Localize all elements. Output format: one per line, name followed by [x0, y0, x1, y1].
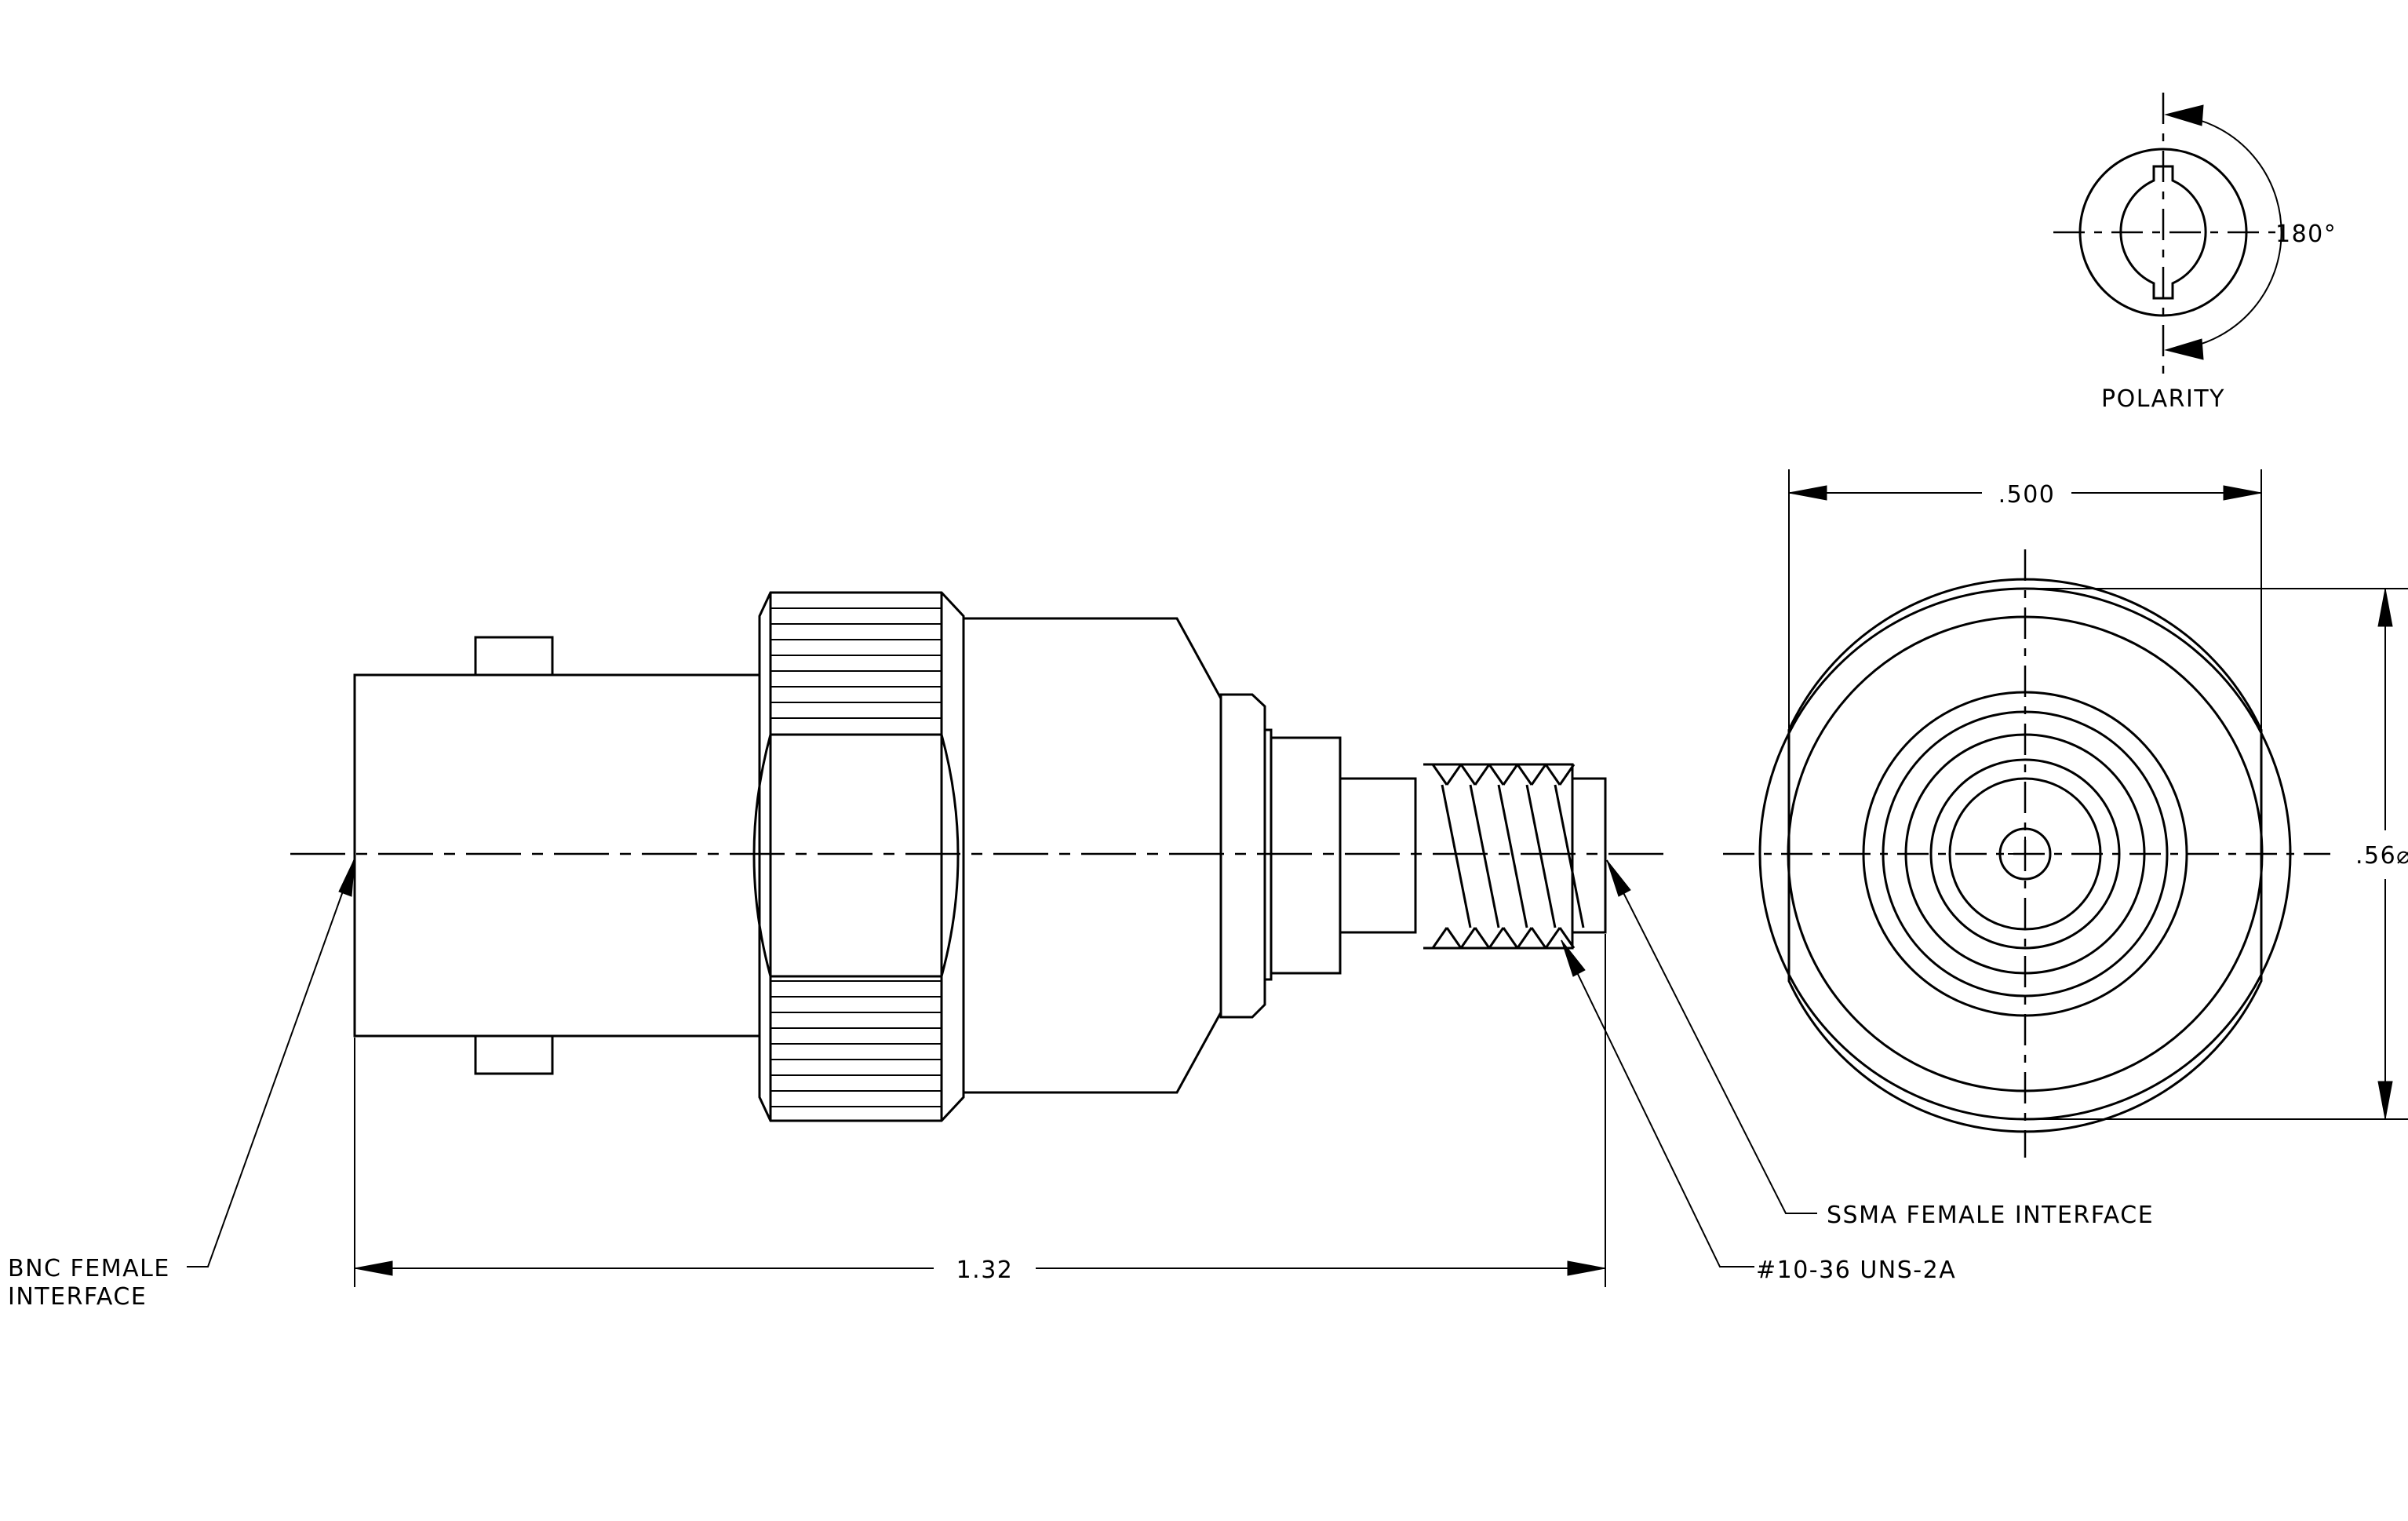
polarity-view: 180° POLARITY [2053, 93, 2337, 413]
bnc-label-line1: BNC FEMALE [8, 1255, 170, 1282]
flange-steps [1219, 693, 1417, 1019]
ssma-thread [1414, 763, 1607, 950]
end-view [1723, 549, 2330, 1158]
ssma-interface-label: SSMA FEMALE INTERFACE [1827, 1202, 2154, 1229]
diameter-dimension: .56⌀ [2036, 588, 2408, 1120]
side-view [290, 591, 1663, 1122]
angle-label: 180° [2275, 221, 2337, 248]
bayonet-pin-top [474, 636, 554, 677]
knurled-nut [752, 591, 965, 1122]
length-dimension: 1.32 [354, 934, 1606, 1287]
bayonet-pin-bottom [474, 1034, 554, 1075]
width-dimension-text: .500 [1998, 481, 2056, 509]
length-dimension-text: 1.32 [956, 1257, 1014, 1284]
bnc-body [353, 636, 761, 1075]
thread-leader: #10-36 UNS-2A [1561, 939, 1956, 1284]
thread-spec-label: #10-36 UNS-2A [1756, 1257, 1956, 1284]
polarity-label: POLARITY [2101, 385, 2225, 413]
adapter-body [964, 617, 1222, 1094]
diameter-dimension-text: .56⌀ [2355, 842, 2408, 870]
bnc-leader: BNC FEMALE INTERFACE [8, 858, 355, 1311]
bnc-label-line2: INTERFACE [8, 1283, 147, 1311]
ssma-leader: SSMA FEMALE INTERFACE [1606, 859, 2154, 1229]
width-dimension: .500 [1788, 469, 2262, 728]
